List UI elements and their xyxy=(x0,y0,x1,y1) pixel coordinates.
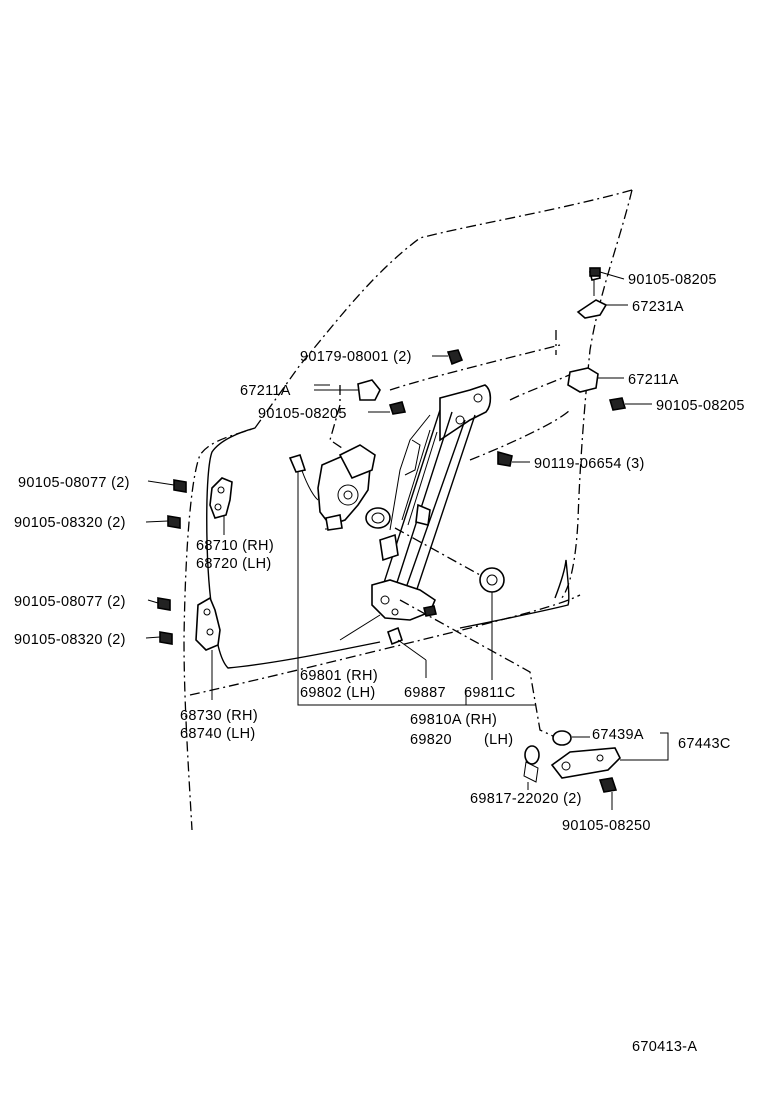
bolt-icon xyxy=(159,631,173,645)
bolt-icon xyxy=(598,777,618,793)
label-68740: 68740 (LH) xyxy=(180,726,256,742)
label-90105-08077-upper: 90105-08077 (2) xyxy=(18,475,130,491)
label-90105-08320-upper: 90105-08320 (2) xyxy=(14,515,126,531)
bracket-67211a-left xyxy=(329,379,381,449)
bolt-icon xyxy=(497,450,513,467)
bolt-icon xyxy=(608,397,627,411)
label-90105-08205-left: 90105-08205 xyxy=(258,406,347,422)
door-outline xyxy=(183,189,633,831)
label-67211a-left: 67211A xyxy=(240,383,291,399)
label-69802: 69802 (LH) xyxy=(300,685,376,701)
label-69801: 69801 (RH) xyxy=(300,668,378,684)
label-90105-08205-right: 90105-08205 xyxy=(656,398,745,414)
label-67443c: 67443C xyxy=(678,736,731,752)
label-90119-06654: 90119-06654 (3) xyxy=(534,456,645,472)
label-90179-08001: 90179-08001 (2) xyxy=(300,349,412,365)
label-90105-08077-lower: 90105-08077 (2) xyxy=(14,594,126,610)
label-69820: 69820 xyxy=(410,732,452,748)
bolt-icon xyxy=(173,479,187,493)
bracket-67211a-right xyxy=(555,330,599,393)
label-69820-lh: (LH) xyxy=(484,732,513,748)
window-motor xyxy=(288,444,376,531)
label-67211a-right: 67211A xyxy=(628,372,679,388)
bolt-icon xyxy=(388,401,407,415)
bolt-icon xyxy=(589,267,601,277)
label-69810a: 69810A (RH) xyxy=(410,712,497,728)
bolt-icon xyxy=(167,515,181,529)
label-67439a: 67439A xyxy=(592,727,644,743)
nut-icon xyxy=(446,349,464,366)
label-90105-08320-lower: 90105-08320 (2) xyxy=(14,632,126,648)
label-68730: 68730 (RH) xyxy=(180,708,258,724)
label-90105-08205-top: 90105-08205 xyxy=(628,272,717,288)
label-90105-08250: 90105-08250 xyxy=(562,818,651,834)
figure-id: 670413-A xyxy=(632,1039,697,1055)
label-68720: 68720 (LH) xyxy=(196,556,272,572)
bolt-icon xyxy=(157,597,171,611)
lower-hinge xyxy=(195,596,221,651)
label-69811c: 69811C xyxy=(464,685,516,701)
leader-lines xyxy=(145,271,669,810)
bolts xyxy=(157,267,627,793)
window-regulator-assembly xyxy=(365,384,556,738)
door-check-assembly xyxy=(523,730,621,783)
label-67231a: 67231A xyxy=(632,299,684,315)
label-69817: 69817-22020 (2) xyxy=(470,791,582,807)
part-labels: 90105-08205 67231A 90179-08001 (2) 67211… xyxy=(14,272,745,1055)
upper-hinge xyxy=(209,477,233,519)
bolt-icon xyxy=(423,605,437,617)
label-69887: 69887 xyxy=(404,685,446,701)
label-68710: 68710 (RH) xyxy=(196,538,274,554)
